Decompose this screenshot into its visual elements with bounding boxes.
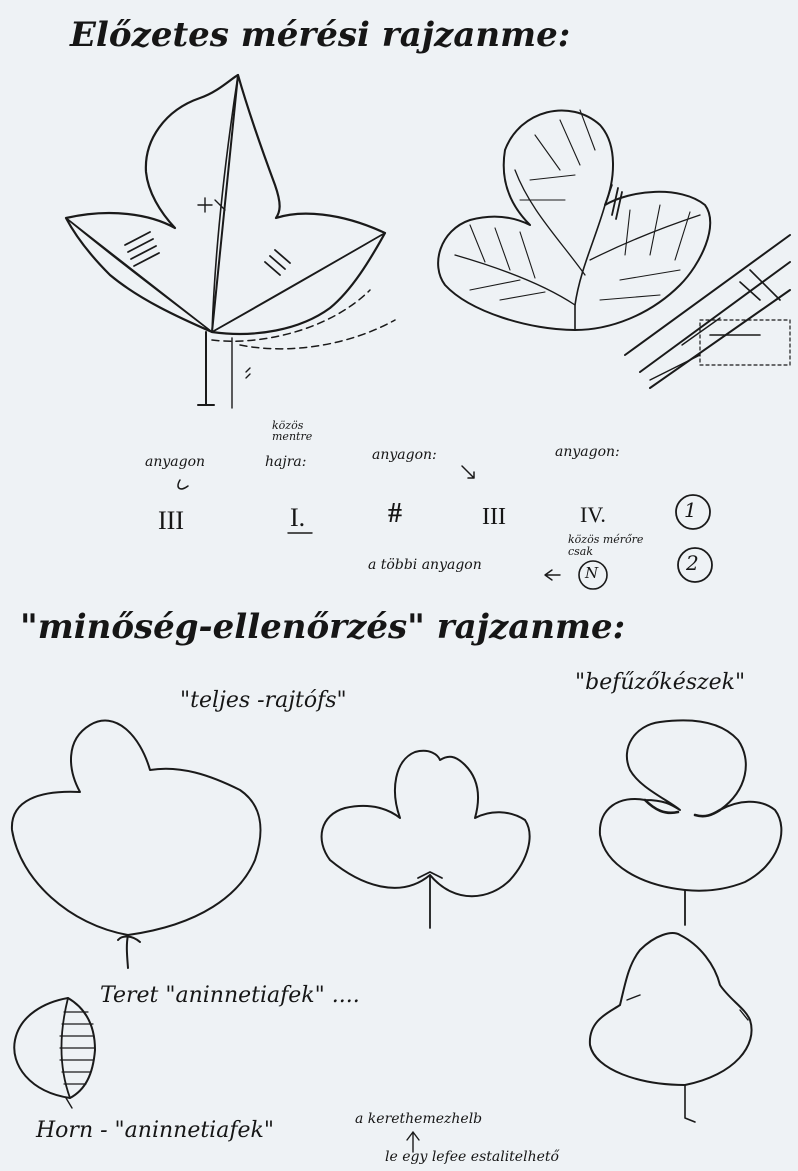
bottom-line-3: a kerethemezhelb: [355, 1112, 482, 1126]
leaf-sketch-veined: [438, 110, 790, 388]
bottom-line-2: Horn - "aninnetiafek": [36, 1120, 274, 1142]
legend-circle-1: 1: [684, 500, 697, 520]
leaf-outline-left: [12, 721, 261, 968]
legend-label-anyagon-1: anyagon: [145, 455, 205, 469]
caption-left: "teljes -rajtófs": [180, 690, 347, 712]
legend-mark-5: IV.: [580, 504, 606, 526]
legend-note-right: közös mérőre csak: [568, 534, 658, 558]
leaf-outline-middle: [322, 751, 530, 928]
legend-mark-2: I.: [290, 505, 305, 531]
legend-mark-1: III: [158, 508, 184, 534]
leaf-sketch-measured: [66, 75, 395, 408]
legend-circle-2: 2: [686, 553, 699, 573]
legend-note-left: a többi anyagon: [368, 558, 482, 572]
leaf-outline-right: [590, 720, 782, 1122]
section-title: "minőség-ellenőrzés" rajzanme:: [20, 610, 625, 644]
legend-label-anyagon-3: anyagon:: [555, 445, 620, 459]
legend-label-anyagon-2: anyagon:: [372, 448, 437, 462]
legend-label-hajra: hajra:: [265, 455, 306, 469]
caption-right: "befűzőkészek": [575, 672, 745, 694]
legend-mark-3: #: [388, 500, 402, 528]
legend-mark-4: III: [482, 505, 506, 529]
legend-label-common-mentre: közös mentre: [272, 420, 312, 442]
page-title: Előzetes mérési rajzanme:: [70, 18, 570, 52]
legend-circle-n: N: [585, 566, 598, 581]
bottom-line-4: le egy lefee estalitelhető: [385, 1150, 559, 1164]
bottom-line-1: Teret "aninnetiafek" ....: [100, 985, 360, 1007]
